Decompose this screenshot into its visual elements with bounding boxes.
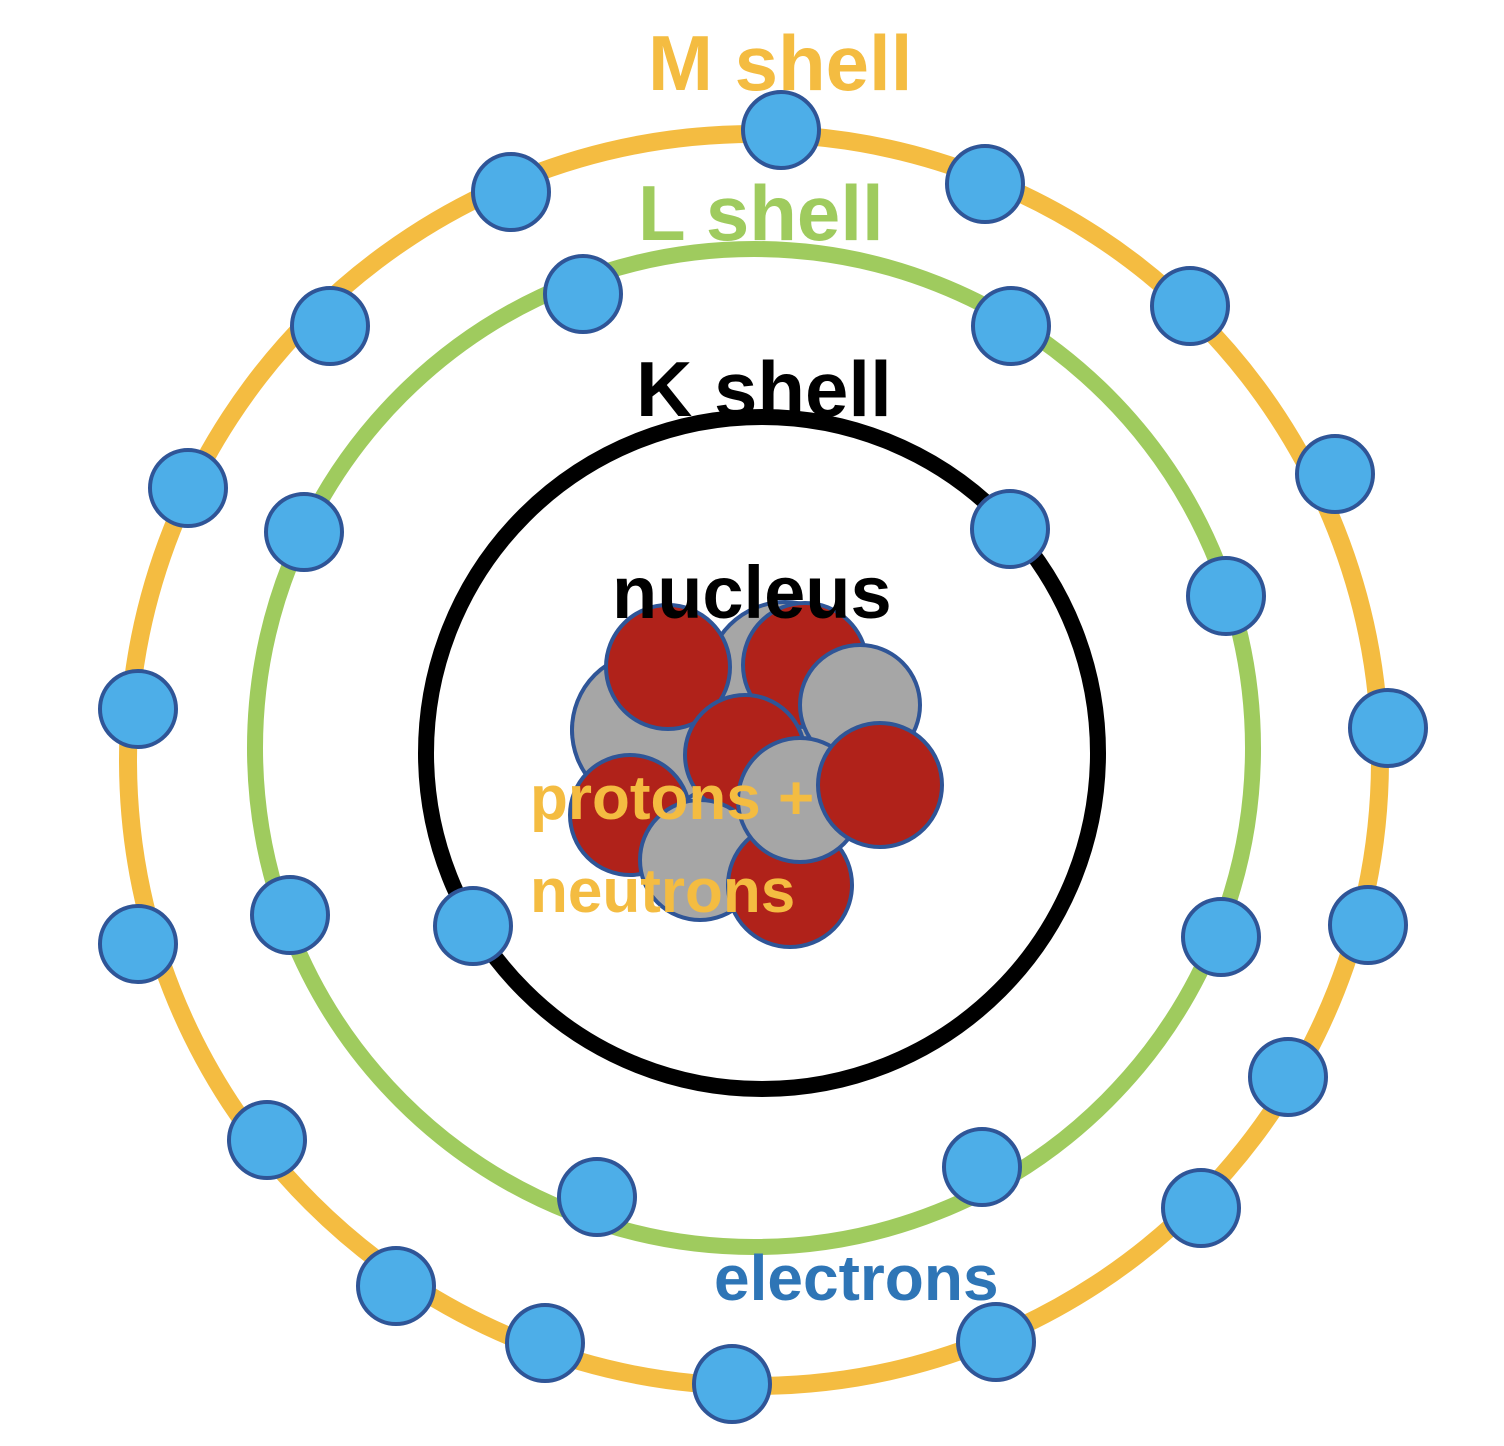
electron-icon — [471, 152, 551, 232]
electron-icon — [227, 1100, 307, 1180]
electron-icon — [1150, 266, 1230, 346]
neutrons-label: neutrons — [530, 857, 796, 926]
k-shell-label: K shell — [636, 345, 892, 433]
l-shell-label: L shell — [638, 169, 884, 257]
electrons — [98, 90, 1428, 1424]
l-shell-orbit — [247, 241, 1261, 1255]
electron-icon — [971, 286, 1051, 366]
proton-icon — [816, 721, 944, 849]
electron-icon — [1328, 885, 1408, 965]
electron-icon — [942, 1127, 1022, 1207]
electron-icon — [98, 904, 178, 984]
m-shell-label: M shell — [648, 19, 913, 107]
electron-icon — [945, 144, 1025, 224]
electron-icon — [1186, 556, 1266, 636]
k-shell-orbit — [418, 409, 1106, 1097]
nucleus-label: nucleus — [612, 551, 892, 634]
electron-icon — [356, 1246, 436, 1326]
electron-icon — [148, 448, 228, 528]
electron-icon — [557, 1157, 637, 1237]
electron-icon — [505, 1303, 585, 1383]
electrons-label: electrons — [714, 1242, 999, 1314]
electron-icon — [290, 286, 370, 366]
electron-icon — [1248, 1037, 1328, 1117]
electron-icon — [970, 489, 1050, 569]
electron-icon — [692, 1344, 772, 1424]
electron-icon — [433, 886, 513, 966]
protons-label: protons + — [530, 764, 815, 833]
electron-icon — [250, 875, 330, 955]
electron-icon — [741, 90, 821, 170]
electron-icon — [264, 492, 344, 572]
electron-icon — [98, 669, 178, 749]
electron-icon — [1295, 434, 1375, 514]
electron-icon — [1348, 688, 1428, 768]
electron-icon — [1161, 1168, 1241, 1248]
proton-icon — [604, 603, 732, 731]
nucleus-particles — [568, 600, 944, 949]
electron-icon — [956, 1302, 1036, 1382]
electron-icon — [543, 254, 623, 334]
protons-neutrons-label: protons + neutrons — [530, 752, 814, 938]
electron-icon — [1181, 897, 1261, 977]
